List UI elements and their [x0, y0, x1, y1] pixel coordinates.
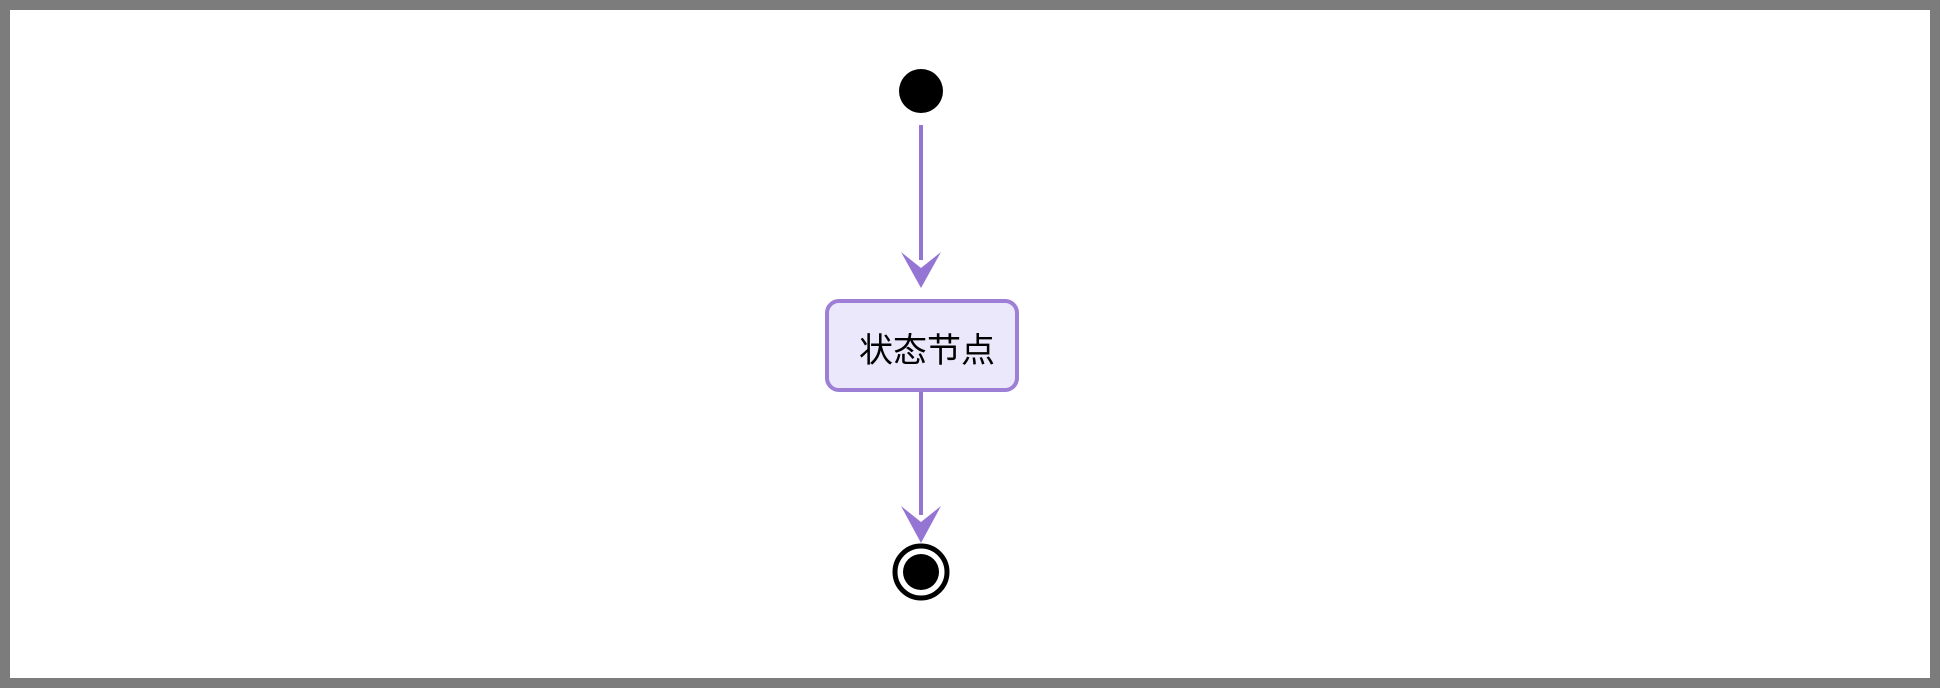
initial-state-circle	[899, 69, 943, 113]
state-node-shape	[825, 299, 1019, 392]
final-state-node[interactable]	[892, 543, 950, 601]
initial-state-node[interactable]	[899, 69, 943, 113]
edge-state-to-final-arrowhead	[901, 506, 941, 543]
edge-state-to-final[interactable]	[901, 392, 941, 543]
state-diagram-svg	[825, 69, 1019, 601]
edge-initial-to-state[interactable]	[901, 125, 941, 288]
edge-initial-to-state-arrowhead	[901, 252, 941, 288]
state-node[interactable]	[825, 299, 1019, 392]
final-state-inner-disc	[903, 554, 939, 590]
diagram-canvas: 状态节点	[10, 10, 1930, 678]
